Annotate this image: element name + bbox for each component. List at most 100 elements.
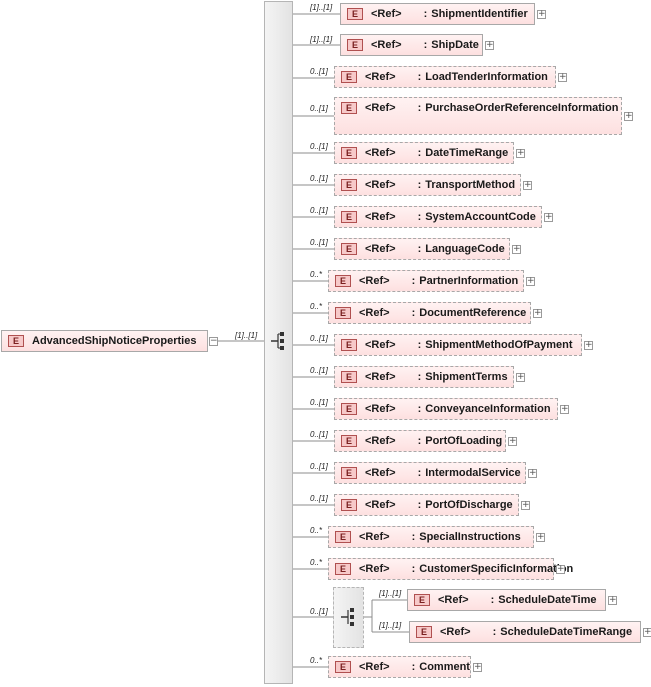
- element-node-document-reference[interactable]: E<Ref>:DocumentReference: [328, 302, 531, 324]
- expand-icon[interactable]: +: [523, 180, 532, 190]
- expand-icon[interactable]: +: [556, 564, 565, 574]
- separator: :: [417, 147, 422, 159]
- element-node-system-account-code[interactable]: E<Ref>:SystemAccountCode: [334, 206, 542, 228]
- element-node-transport-method[interactable]: E<Ref>:TransportMethod: [334, 174, 521, 196]
- element-node-intermodal-service[interactable]: E<Ref>:IntermodalService: [334, 462, 526, 484]
- expand-icon[interactable]: +: [560, 404, 569, 414]
- ref-label: <Ref>: [371, 39, 402, 51]
- element-node-date-time-range[interactable]: E <Ref>:DateTimeRange: [334, 142, 514, 164]
- element-icon: E: [335, 563, 351, 575]
- ref-label: <Ref>: [365, 371, 396, 383]
- element-icon: E: [414, 594, 430, 606]
- expand-icon[interactable]: +: [528, 468, 537, 478]
- element-node-load-tender-information[interactable]: E<Ref>:LoadTenderInformation: [334, 66, 556, 88]
- element-icon: E: [335, 531, 351, 543]
- separator: :: [411, 661, 416, 673]
- ref-label: <Ref>: [365, 102, 396, 114]
- element-node-schedule-date-time[interactable]: E<Ref>:ScheduleDateTime: [407, 589, 606, 611]
- element-node-conveyance-information[interactable]: E<Ref>:ConveyanceInformation: [334, 398, 558, 420]
- cardinality-label: 0..[1]: [310, 366, 328, 375]
- root-element-name: AdvancedShipNoticeProperties: [32, 335, 197, 347]
- expand-icon[interactable]: +: [526, 276, 535, 286]
- ref-label: <Ref>: [438, 594, 469, 606]
- element-node-ship-date[interactable]: E<Ref>:ShipDate: [340, 34, 483, 56]
- element-node-customer-specific-information[interactable]: E<Ref>:CustomerSpecificInformation: [328, 558, 573, 580]
- sequence-icon: [341, 608, 354, 626]
- element-icon: E: [347, 8, 363, 20]
- element-name: LoadTenderInformation: [425, 71, 548, 83]
- ref-label: <Ref>: [359, 275, 390, 287]
- element-icon: E: [341, 371, 357, 383]
- cardinality-label: 0..[1]: [310, 462, 328, 471]
- separator: :: [411, 275, 416, 287]
- element-node-language-code[interactable]: E<Ref>:LanguageCode: [334, 238, 510, 260]
- element-name: ConveyanceInformation: [425, 403, 551, 415]
- element-node-shipment-identifier[interactable]: E<Ref>:ShipmentIdentifier: [340, 3, 535, 25]
- cardinality-label: 0..[1]: [310, 238, 328, 247]
- separator: :: [417, 71, 422, 83]
- separator: :: [417, 435, 422, 447]
- element-name: PortOfLoading: [425, 435, 503, 447]
- element-node-shipment-method-of-payment[interactable]: E<Ref>:ShipmentMethodOfPayment: [334, 334, 582, 356]
- cardinality-label: 0..[1]: [310, 67, 328, 76]
- element-node-schedule-date-time-range[interactable]: E<Ref>:ScheduleDateTimeRange: [409, 621, 641, 643]
- cardinality-label: 0..[1]: [310, 174, 328, 183]
- separator: :: [411, 307, 416, 319]
- expand-icon[interactable]: +: [608, 595, 617, 605]
- element-node-special-instructions[interactable]: E<Ref>:SpecialInstructions: [328, 526, 534, 548]
- ref-label: <Ref>: [371, 8, 402, 20]
- root-element-node[interactable]: E AdvancedShipNoticeProperties: [1, 330, 208, 352]
- expand-icon[interactable]: +: [485, 40, 494, 50]
- expand-icon[interactable]: +: [536, 532, 545, 542]
- cardinality-label: 0..[1]: [310, 104, 328, 113]
- cardinality-label: 0..[1]: [310, 334, 328, 343]
- separator: :: [423, 39, 428, 51]
- element-node-comment[interactable]: E<Ref>:Comment: [328, 656, 471, 678]
- element-icon: E: [341, 147, 357, 159]
- element-icon: E: [341, 467, 357, 479]
- cardinality-label: 0..*: [310, 656, 323, 665]
- root-cardinality: [1]..[1]: [235, 331, 258, 340]
- element-name: PortOfDischarge: [425, 499, 513, 511]
- separator: :: [411, 531, 416, 543]
- ref-label: <Ref>: [365, 339, 396, 351]
- element-node-purchase-order-reference-information[interactable]: E<Ref>:PurchaseOrderReferenceInformation: [334, 97, 622, 135]
- expand-icon[interactable]: +: [544, 212, 553, 222]
- expand-icon[interactable]: +: [584, 340, 593, 350]
- element-icon: E: [416, 626, 432, 638]
- element-name: IntermodalService: [425, 467, 521, 479]
- expand-icon[interactable]: +: [558, 72, 567, 82]
- element-name: ShipmentIdentifier: [431, 8, 528, 20]
- separator: :: [490, 594, 495, 606]
- element-node-port-of-loading[interactable]: E<Ref>:PortOfLoading: [334, 430, 506, 452]
- expand-icon[interactable]: +: [643, 627, 651, 637]
- expand-icon[interactable]: +: [512, 244, 521, 254]
- element-node-partner-information[interactable]: E<Ref>:PartnerInformation: [328, 270, 524, 292]
- element-icon: E: [347, 39, 363, 51]
- separator: :: [417, 339, 422, 351]
- expand-icon[interactable]: +: [516, 148, 525, 158]
- ref-label: <Ref>: [365, 147, 396, 159]
- element-icon: E: [341, 499, 357, 511]
- expand-icon[interactable]: +: [521, 500, 530, 510]
- cardinality-label: 0..[1]: [310, 494, 328, 503]
- expand-icon[interactable]: +: [473, 662, 482, 672]
- collapse-icon[interactable]: −: [209, 336, 218, 346]
- separator: :: [417, 179, 422, 191]
- separator: :: [417, 371, 422, 383]
- element-node-port-of-discharge[interactable]: E<Ref>:PortOfDischarge: [334, 494, 519, 516]
- expand-icon[interactable]: +: [537, 9, 546, 19]
- element-node-shipment-terms[interactable]: E <Ref>:ShipmentTerms: [334, 366, 514, 388]
- element-name: DateTimeRange: [425, 147, 509, 159]
- expand-icon[interactable]: +: [516, 372, 525, 382]
- expand-icon[interactable]: +: [533, 308, 542, 318]
- expand-icon[interactable]: +: [624, 111, 633, 121]
- ref-label: <Ref>: [365, 403, 396, 415]
- cardinality-label: 0..[1]: [310, 206, 328, 215]
- expand-icon[interactable]: +: [508, 436, 517, 446]
- element-name: LanguageCode: [425, 243, 505, 255]
- element-name: ShipmentTerms: [425, 371, 508, 383]
- cardinality-label: 0..[1]: [310, 142, 328, 151]
- ref-label: <Ref>: [359, 307, 390, 319]
- sequence-icon: [271, 332, 284, 350]
